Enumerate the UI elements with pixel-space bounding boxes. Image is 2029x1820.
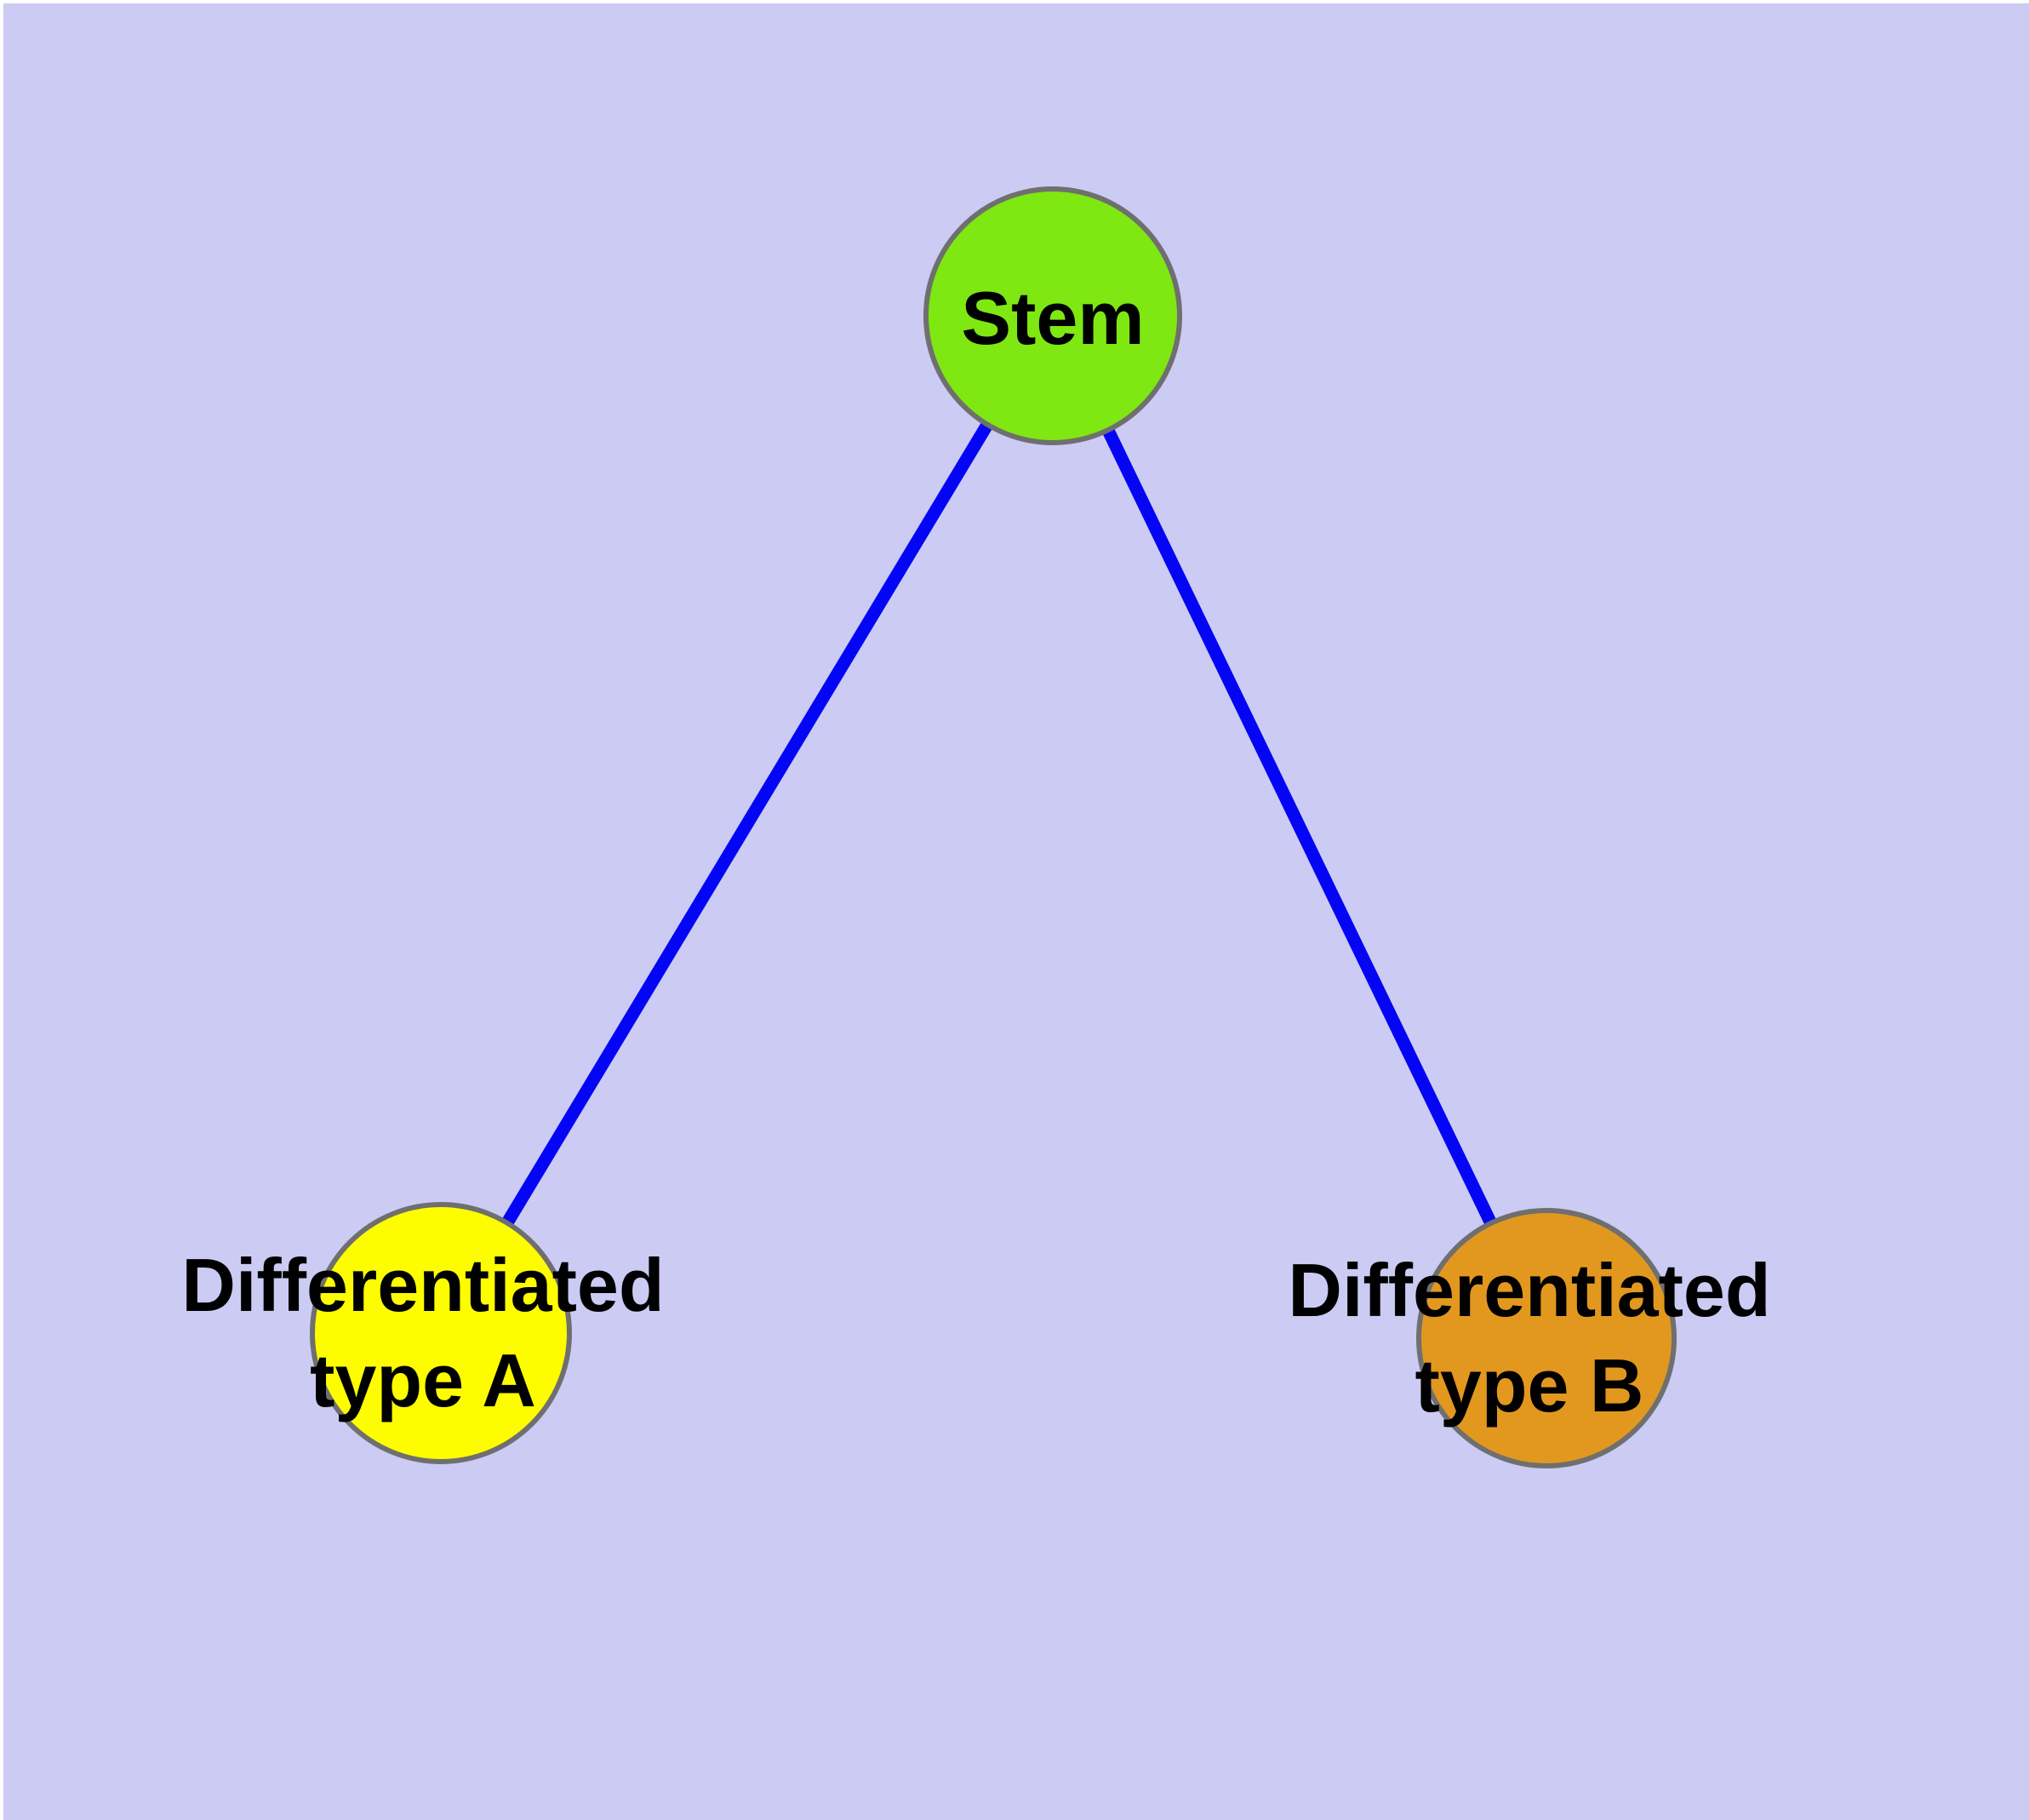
edge-stem-to-type-b xyxy=(1047,312,1552,1342)
edge-stem-to-type-a xyxy=(435,312,1059,1336)
node-stem xyxy=(923,186,1182,445)
node-differentiated-type-b xyxy=(1416,1208,1677,1468)
node-differentiated-type-a xyxy=(310,1202,572,1464)
